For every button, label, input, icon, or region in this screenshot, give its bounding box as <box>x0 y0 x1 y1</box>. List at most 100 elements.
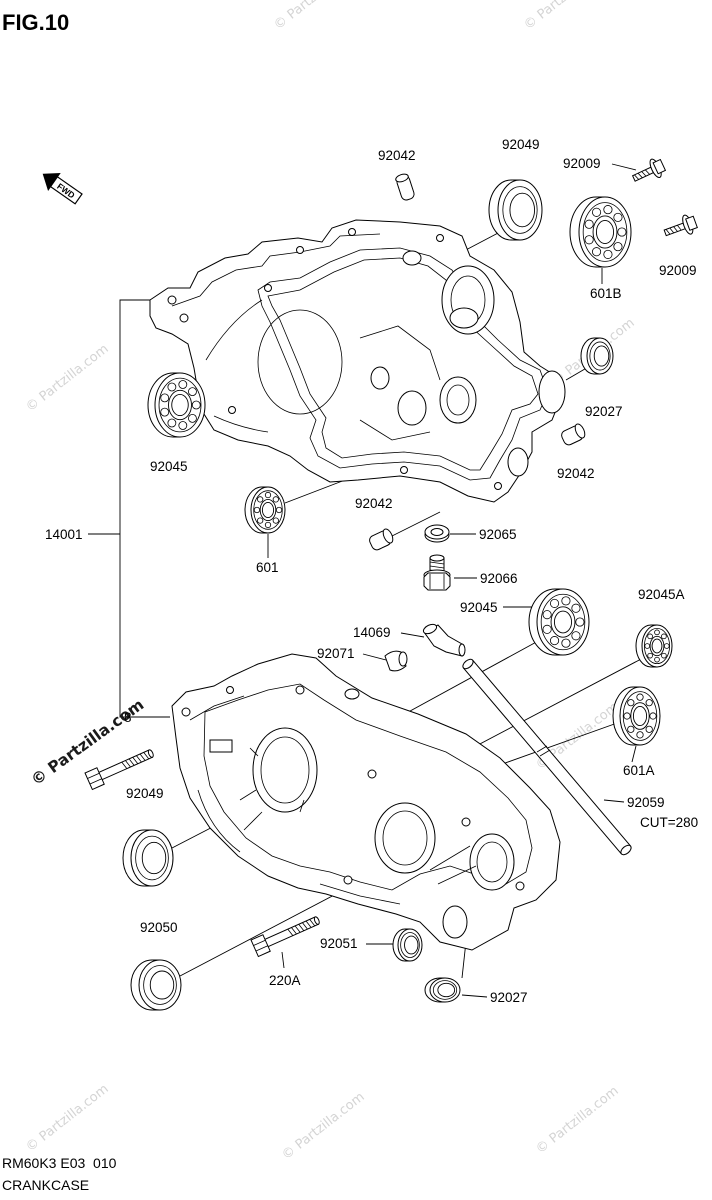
bearing-ball <box>636 731 644 739</box>
dowel-hole <box>402 250 422 266</box>
part-label-92050: 92050 <box>140 920 178 935</box>
bearing-ball <box>591 207 602 217</box>
crank-seal-seat-inner <box>260 736 310 804</box>
shaft-bore <box>397 390 427 426</box>
part-label-92027: 92027 <box>490 990 528 1005</box>
bolt-hole <box>436 234 444 242</box>
leader-line <box>400 632 425 638</box>
bearing-ball <box>549 598 560 608</box>
bolt-hole <box>494 482 502 490</box>
part-label-92071: 92071 <box>317 646 355 661</box>
case-shell <box>149 219 561 503</box>
oil-seal-92027 <box>424 977 461 1003</box>
bolt-head-flats <box>253 939 268 952</box>
detent-boss <box>209 739 233 753</box>
shaft-bore <box>439 376 477 424</box>
dowel-end <box>395 173 409 183</box>
part-label-601b: 601B <box>590 286 622 301</box>
part-label-92049: 92049 <box>502 137 540 152</box>
outer-race-edge <box>622 691 658 741</box>
screw-head <box>652 158 667 175</box>
bearing-bore <box>553 610 573 634</box>
part-label-220a: 220A <box>269 973 301 988</box>
part-label-92027: 92027 <box>585 404 623 419</box>
case-rib <box>429 845 477 885</box>
tube-end <box>462 658 474 670</box>
crankcase-half-upper <box>149 219 566 503</box>
leader-line <box>631 745 637 763</box>
bolt-hole <box>179 313 189 323</box>
bearing-ball <box>542 624 552 634</box>
watermark: © Partzilla.com <box>23 1082 111 1156</box>
seal-bore <box>404 935 419 955</box>
bearing-bore <box>374 802 436 874</box>
part-label-92042: 92042 <box>378 148 416 163</box>
part-label-92009: 92009 <box>563 156 601 171</box>
clamp-opening <box>398 651 408 667</box>
bearing-ball <box>613 212 623 222</box>
dowel-pin <box>395 173 415 201</box>
case-inner-wall <box>189 695 401 905</box>
bearing-ball <box>591 247 602 257</box>
figure-title: FIG.10 <box>2 10 69 35</box>
part-label-601: 601 <box>256 560 279 575</box>
outer-race-edge <box>582 202 628 262</box>
bearing-ball <box>253 506 261 514</box>
bearing-ball <box>575 617 585 627</box>
drain-plug-92066 <box>423 554 451 591</box>
part-label-14001: 14001 <box>45 527 83 542</box>
dowel-end <box>574 423 586 439</box>
bolt-hole <box>295 685 305 695</box>
part-label-92059: 92059 <box>627 795 665 810</box>
bolt-head <box>84 767 105 791</box>
leader-line <box>362 653 387 661</box>
bolt-220a <box>250 916 320 958</box>
outer-race-edge <box>158 377 202 433</box>
bearing-bore <box>171 393 189 417</box>
bearing-ball <box>275 506 283 514</box>
bolt-92049 <box>84 749 154 791</box>
oil-seal-92050 <box>130 959 182 1011</box>
plug-hex-head <box>423 572 451 591</box>
watermark: © Partzilla.com <box>521 0 609 33</box>
case-gasket-face-inner <box>267 257 539 471</box>
dowel-end <box>382 528 394 544</box>
bolt-hole <box>167 295 177 305</box>
part-label-92042: 92042 <box>557 466 595 481</box>
bearing-ball <box>178 421 188 430</box>
part-label-92051: 92051 <box>320 936 358 951</box>
bearing-601a <box>612 686 661 746</box>
tube-cut-mark <box>536 745 551 757</box>
part-label-92045a: 92045A <box>638 587 685 602</box>
case-rib <box>359 325 441 441</box>
bearing-ball <box>272 496 279 503</box>
bearing-bore-inner <box>476 841 508 883</box>
bearing-601 <box>244 486 286 534</box>
shaft-bore <box>370 366 390 390</box>
oil-seal-92049 <box>488 179 543 241</box>
bolt-hole <box>228 406 236 414</box>
bearing-ball <box>649 712 657 720</box>
hose-clamp-92071 <box>384 650 408 672</box>
part-label-92065: 92065 <box>479 527 517 542</box>
arrow-body <box>49 175 83 205</box>
seal-lip <box>589 341 611 371</box>
outer-race-edge <box>540 593 586 651</box>
bearing-ball <box>264 491 272 499</box>
bearing-ball <box>661 633 667 640</box>
bearing-ball <box>654 656 660 663</box>
bearing-ball <box>264 521 272 529</box>
dowel-pin <box>561 423 586 446</box>
bearing-ball <box>644 643 651 649</box>
elbow-fitting-14069 <box>422 623 466 657</box>
bolt-head-flats <box>87 772 102 785</box>
bolt-shank <box>97 749 154 781</box>
seal-lip <box>135 835 169 881</box>
bearing-92045 <box>147 372 206 438</box>
bearing-ball <box>627 699 635 707</box>
screw-92009 <box>631 158 667 182</box>
seal-lip <box>502 186 538 234</box>
bearing-bore <box>632 705 648 727</box>
bearing-ball <box>645 725 653 733</box>
bearing-ball <box>636 693 644 701</box>
